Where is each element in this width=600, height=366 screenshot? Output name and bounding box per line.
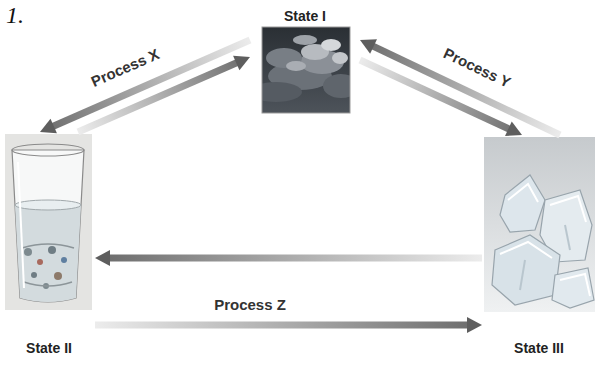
arrow-head bbox=[95, 250, 110, 266]
arrow-head bbox=[360, 39, 377, 53]
arrow-shaft bbox=[371, 45, 560, 135]
water-glass-picture bbox=[5, 134, 92, 310]
arrow-head bbox=[40, 119, 57, 134]
process-arrow bbox=[95, 317, 482, 333]
arrow-shaft bbox=[51, 40, 250, 127]
question-number: 1. bbox=[6, 2, 24, 28]
arrow-head bbox=[233, 56, 250, 71]
state-node: State III bbox=[482, 135, 596, 362]
photo-frame bbox=[262, 27, 350, 113]
process-arrow bbox=[40, 40, 250, 133]
state-label: State I bbox=[284, 8, 326, 25]
process-arrow bbox=[95, 250, 482, 266]
ice-cubes-picture bbox=[484, 137, 595, 312]
process-arrow bbox=[360, 39, 560, 135]
state-label: State III bbox=[514, 340, 564, 357]
state-label: State II bbox=[26, 340, 72, 357]
arrow-head bbox=[505, 121, 522, 136]
arrow-shaft bbox=[95, 321, 470, 328]
state-node: State I bbox=[250, 5, 360, 115]
process-label: Process Z bbox=[214, 296, 286, 314]
cloud-picture bbox=[262, 27, 350, 113]
arrow-shaft bbox=[107, 255, 482, 262]
state-node: State II bbox=[3, 132, 95, 362]
arrow-head bbox=[467, 317, 482, 333]
